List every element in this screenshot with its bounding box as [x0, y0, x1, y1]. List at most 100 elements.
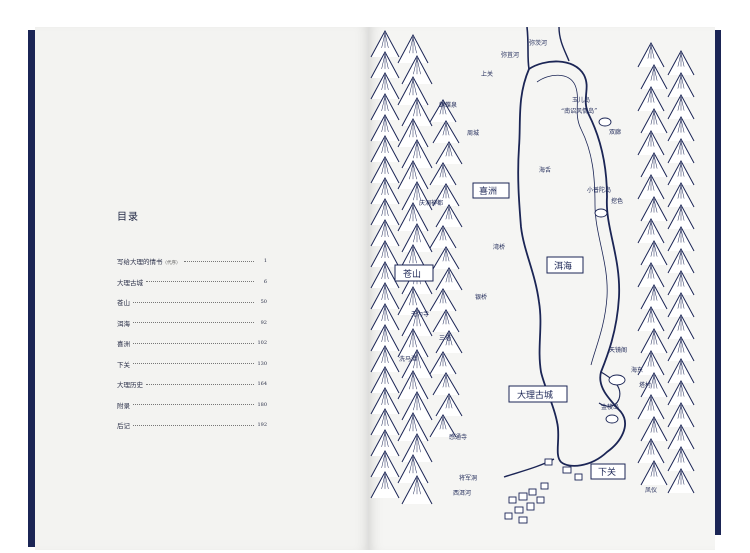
toc-entry-title: 大理历史: [117, 381, 143, 390]
toc-heading: 目录: [117, 212, 139, 223]
mountain-hatch: [381, 305, 386, 321]
mountain-hatch: [647, 176, 652, 191]
mountain-hatch: [680, 118, 685, 133]
toc-leader: [133, 363, 254, 365]
mountain-hatch: [445, 332, 450, 346]
mountain-hatch: [413, 141, 418, 159]
label-tacun: 塔村: [639, 381, 651, 389]
mountain-hatch: [413, 435, 418, 453]
label-haishe: 海舌: [539, 166, 551, 174]
mountain-hatch: [677, 294, 682, 309]
mountain-hatch: [445, 374, 450, 388]
mountain-hatch: [677, 250, 682, 265]
mountain-hatch: [439, 353, 444, 367]
dali-illustrated-map: 弥苴河 弥茨河 上关 玉儿岛 “南诏风情岛” 蝴蝶泉 周城 双廊 海舌 小普陀岛…: [370, 27, 695, 524]
label-zhoucheng: 周城: [467, 130, 479, 137]
mountain-hatch: [445, 395, 450, 409]
toc-entry[interactable]: 下关 130: [117, 354, 267, 375]
mountain-hatch: [677, 162, 682, 177]
mountain-hatch: [680, 338, 685, 353]
toc-entry[interactable]: 后记 192: [117, 415, 267, 436]
mountain-hatch: [680, 360, 685, 375]
mountain-hatch: [416, 393, 421, 411]
mountain-hatch: [650, 352, 655, 367]
mountain-hatch: [412, 204, 417, 222]
toc-entry[interactable]: 大理古城 6: [117, 272, 267, 293]
mountain-hatch: [677, 426, 682, 441]
miju-river: [526, 27, 530, 70]
toc-entry[interactable]: 附录 180: [117, 395, 267, 416]
toc-entry[interactable]: 苍山 50: [117, 292, 267, 313]
mountain-hatch: [412, 330, 417, 348]
mountain-hatch: [381, 368, 386, 384]
mountain-hatch: [650, 132, 655, 147]
mountain-hatch: [650, 176, 655, 191]
label-nanzhao-island: “南诏风情岛”: [561, 107, 597, 115]
mountain-hatch: [650, 418, 655, 433]
mountain-hatch: [439, 164, 444, 178]
label-haidong: 海东: [631, 366, 643, 374]
mountain-hatch: [650, 220, 655, 235]
mountain-hatch: [650, 110, 655, 125]
mountain-hatch: [409, 120, 414, 138]
mountain-hatch: [647, 396, 652, 411]
mountain-hatch: [448, 143, 453, 157]
mountain-hatch: [647, 220, 652, 235]
toc-entry-title: 附录: [117, 401, 130, 410]
mountain-hatch: [384, 116, 389, 132]
label-qingdong-shendu: 庆洞神都: [419, 199, 443, 207]
toc-entry-title: 后记: [117, 422, 130, 431]
mountain-hatch: [412, 288, 417, 306]
label-tianjing-pavilion: 天镜阁: [609, 346, 627, 354]
toc-entry[interactable]: 写给大理的情书（代序） 1: [117, 251, 267, 272]
mountain-hatch: [384, 473, 389, 489]
mountain-hatch: [650, 242, 655, 257]
toc-entry-note: （代序）: [162, 261, 181, 267]
book-cover-edge-right: [713, 30, 721, 535]
toc-entry-page: 130: [257, 360, 267, 367]
label-yuer-island: 玉儿岛: [572, 96, 590, 104]
mountain-hatch: [650, 264, 655, 279]
mici-river: [558, 27, 570, 62]
mountain-hatch: [384, 452, 389, 468]
mountain-hatch: [650, 308, 655, 323]
mountain-hatch: [445, 185, 450, 199]
mountain-hatch: [384, 410, 389, 426]
mountain-hatch: [409, 414, 414, 432]
toc-entry[interactable]: 喜洲 102: [117, 333, 267, 354]
mountain-hatch: [442, 164, 447, 178]
mountain-hatch: [650, 440, 655, 455]
mountain-hatch: [412, 372, 417, 390]
mountain-hatch: [412, 246, 417, 264]
toc-entry[interactable]: 大理历史 164: [117, 374, 267, 395]
toc-entry[interactable]: 洱海 92: [117, 313, 267, 334]
mountain-hatch: [677, 448, 682, 463]
mountain-hatch: [409, 204, 414, 222]
mountain-hatch: [413, 393, 418, 411]
mountain-hatch: [677, 316, 682, 331]
eastern-mountain-range: [637, 41, 695, 494]
mountain-hatch: [384, 137, 389, 153]
mountain-hatch: [381, 74, 386, 90]
mountain-hatch: [677, 382, 682, 397]
mountain-hatch: [442, 248, 447, 262]
mountain-hatch: [647, 264, 652, 279]
mountain-hatch: [653, 66, 658, 81]
mountain-hatch: [653, 462, 658, 477]
label-wuwei-temple: 无为寺: [411, 310, 429, 318]
cangshan-label-box: [394, 264, 434, 282]
toc-entry-page: 50: [260, 299, 267, 306]
toc-entry-title: 下关: [117, 360, 130, 369]
mountain-hatch: [677, 74, 682, 89]
small-island-markers: [594, 117, 626, 424]
mountain-hatch: [412, 36, 417, 54]
label-erhai: 洱海: [554, 260, 572, 272]
xiaguan-town-cluster: [504, 458, 583, 524]
mountain-hatch: [439, 101, 444, 115]
left-page: [35, 27, 369, 550]
table-of-contents: 写给大理的情书（代序） 1 大理古城 6 苍山 50 洱海 92 喜洲 102 …: [117, 251, 267, 436]
mountain-hatch: [677, 470, 682, 485]
mountain-hatch: [384, 284, 389, 300]
mountain-hatch: [381, 410, 386, 426]
mountain-hatch: [381, 473, 386, 489]
